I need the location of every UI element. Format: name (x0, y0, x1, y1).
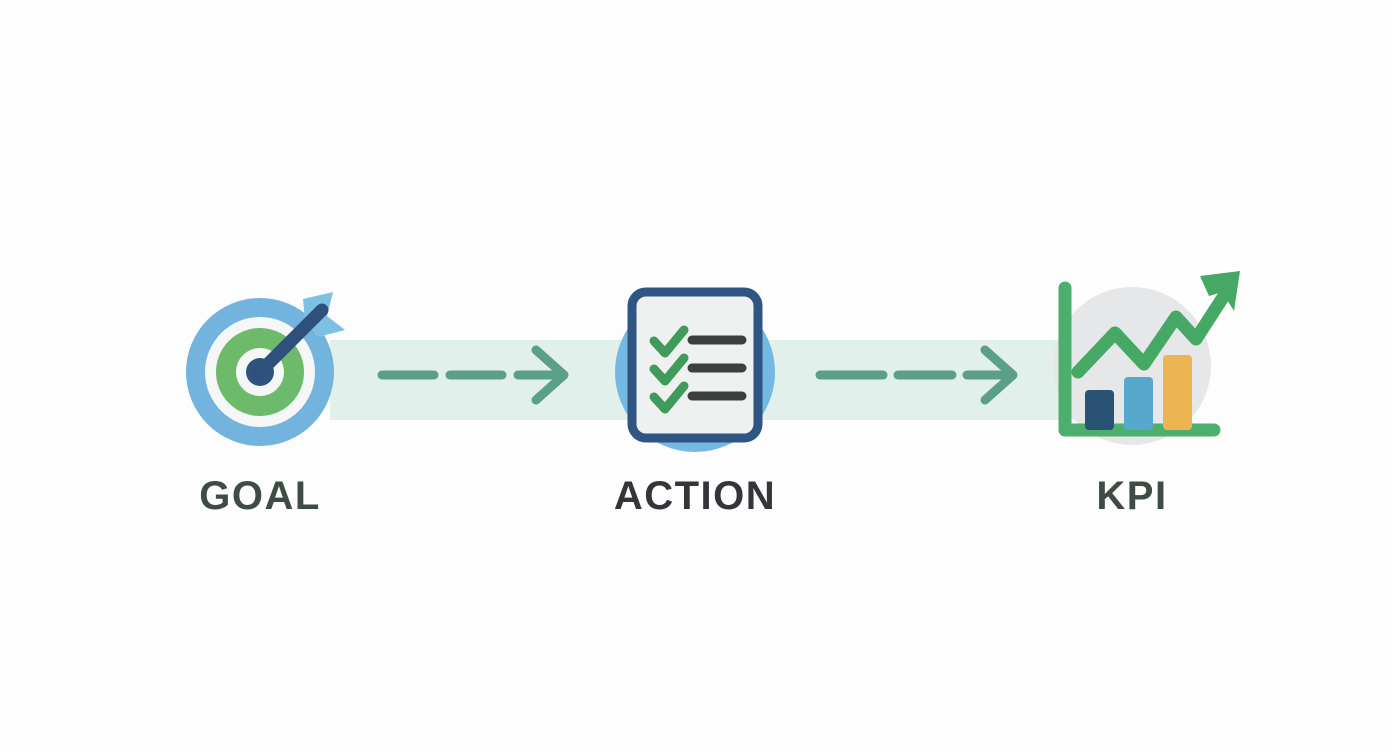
chart-axes-icon (1058, 281, 1221, 437)
checkmark-2-icon (649, 353, 689, 386)
target-arrow-shaft-icon (253, 303, 329, 379)
chart-bar-2 (1124, 377, 1153, 430)
action-icon-group[interactable] (615, 287, 775, 452)
chart-bar-1 (1085, 390, 1114, 430)
stage-label-kpi: KPI (1096, 474, 1168, 518)
connector-action-to-kpi (815, 345, 1018, 405)
trend-arrowhead-icon (1200, 271, 1240, 311)
stage-label-action: ACTION (613, 474, 777, 518)
checkmark-3-icon (649, 381, 689, 414)
kpi-icon-group[interactable] (1053, 271, 1240, 445)
connector-arrowhead-1-icon (531, 345, 569, 405)
trend-line-icon (1071, 281, 1236, 379)
chart-bar-3 (1163, 355, 1192, 430)
connector-arrowhead-2-icon (980, 345, 1018, 405)
connector-goal-to-action (377, 345, 569, 405)
goal-icon-group[interactable] (186, 292, 345, 446)
checkmark-1-icon (649, 325, 689, 358)
stage-label-goal: GOAL (199, 474, 321, 518)
